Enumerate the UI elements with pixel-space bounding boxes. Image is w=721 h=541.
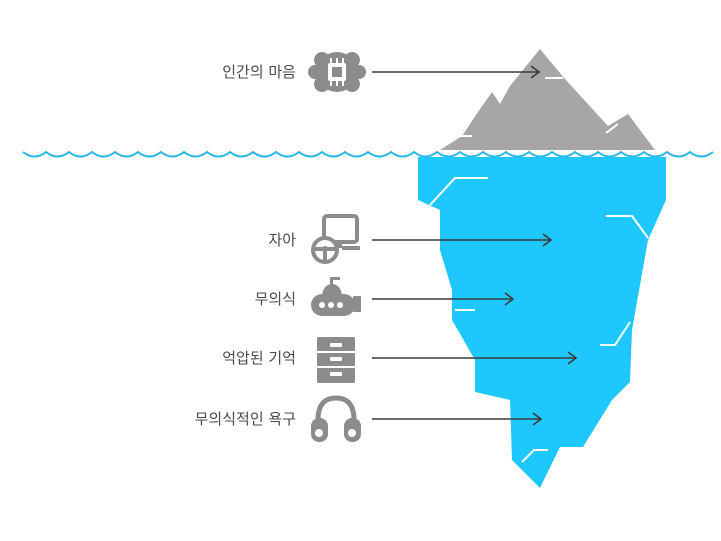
submarine-icon <box>311 277 361 316</box>
filing-cabinet-icon <box>317 337 355 383</box>
label-unconscious: 무의식 <box>254 290 296 308</box>
label-unconscious-desires: 무의식적인 욕구 <box>194 410 296 428</box>
water-line <box>22 150 714 158</box>
arrow-repressed <box>372 351 578 365</box>
arrow-unconscious <box>372 292 515 306</box>
underwater-facets <box>429 177 649 463</box>
steering-monitor-icon <box>311 214 360 264</box>
pointer-arrows <box>372 65 578 426</box>
brain-chip-icon <box>308 52 366 92</box>
label-repressed-memory: 억압된 기억 <box>222 349 296 367</box>
headphones-icon <box>311 395 361 442</box>
iceberg-tip <box>440 49 655 150</box>
label-ego: 자아 <box>268 231 296 249</box>
tip-facets <box>460 77 619 137</box>
label-human-mind: 인간의 마음 <box>222 63 296 81</box>
arrow-ego <box>372 233 553 247</box>
arrow-mind <box>372 65 541 79</box>
arrow-desires <box>372 412 543 426</box>
